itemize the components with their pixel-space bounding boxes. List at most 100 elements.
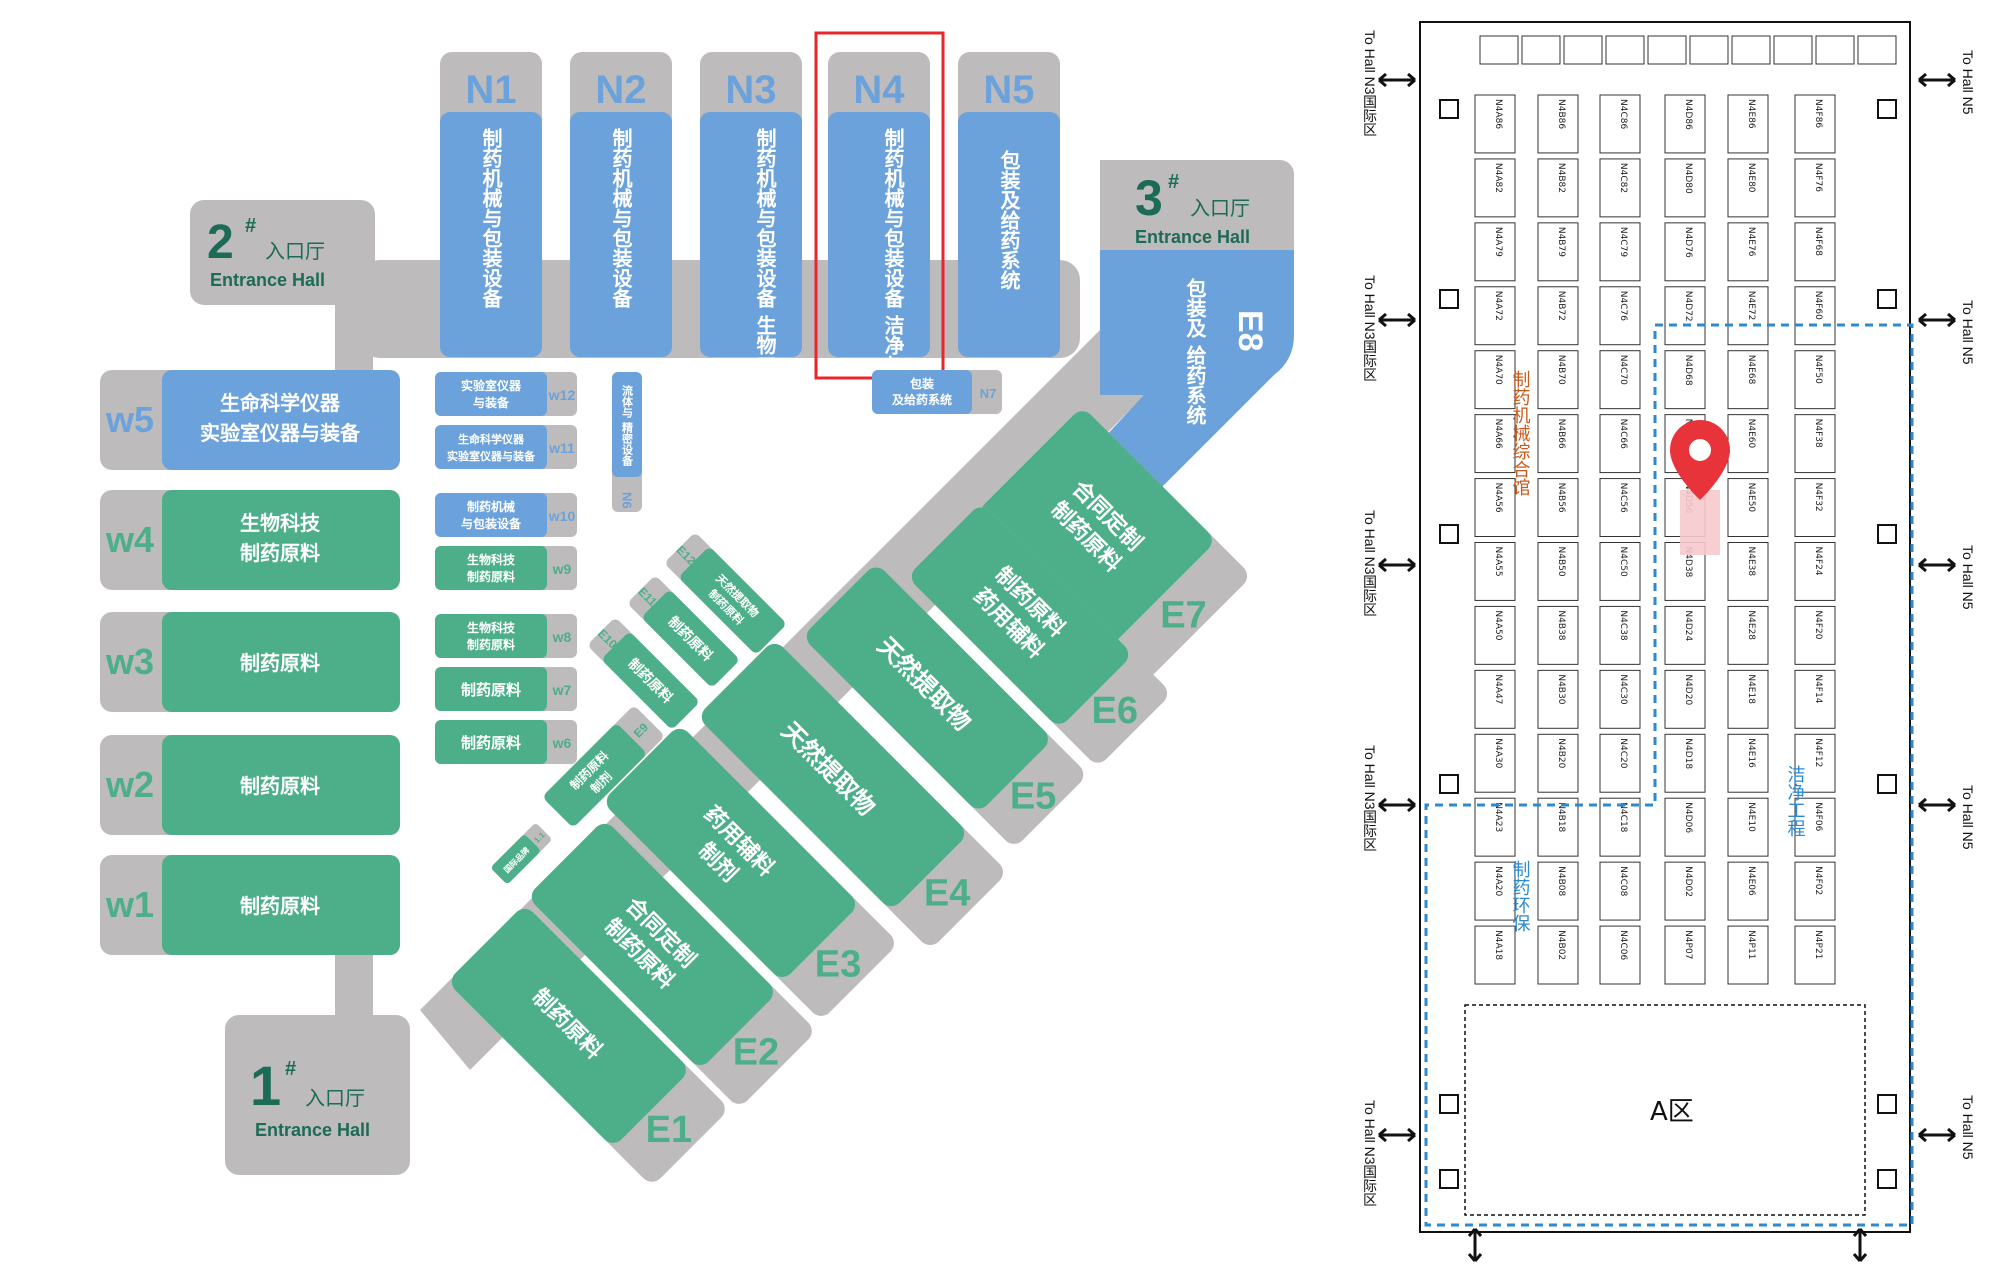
booth[interactable]: [1474, 542, 1516, 601]
booth[interactable]: [1794, 94, 1836, 154]
booth[interactable]: [1794, 733, 1836, 793]
booth-top-strip[interactable]: [1647, 35, 1687, 65]
hall-n1[interactable]: N1 制药机械与包装设备: [440, 52, 542, 357]
hall-w6[interactable]: 制药原料 w6: [435, 720, 577, 764]
hall-e9[interactable]: 制药原料 制剂 E9: [542, 705, 665, 828]
entrance-hall-1[interactable]: 1 # 入口厅 Entrance Hall: [225, 1015, 410, 1175]
booth[interactable]: [1794, 158, 1836, 218]
booth[interactable]: [1537, 158, 1579, 218]
booth[interactable]: [1727, 605, 1769, 665]
hall-e3[interactable]: 药用辅料 制剂 E3: [602, 724, 901, 1023]
booth[interactable]: [1727, 350, 1769, 410]
booth[interactable]: [1537, 286, 1579, 346]
hall-w11[interactable]: 生命科学仪器 实验室仪器与装备 w11: [435, 425, 577, 469]
booth[interactable]: [1664, 861, 1706, 921]
booth-top-strip[interactable]: [1563, 35, 1603, 65]
hall-w12[interactable]: 实验室仪器 与装备 w12: [435, 372, 577, 416]
hall-e1[interactable]: 制药原料 E1: [447, 904, 732, 1189]
booth[interactable]: [1727, 542, 1769, 601]
location-pin-icon[interactable]: [1670, 420, 1730, 555]
booth[interactable]: [1599, 861, 1641, 921]
booth[interactable]: [1537, 542, 1579, 601]
hall-w2[interactable]: w2 制药原料: [100, 735, 400, 835]
booth[interactable]: [1727, 286, 1769, 346]
booth[interactable]: [1474, 222, 1516, 282]
booth[interactable]: [1474, 733, 1516, 793]
booth-top-strip[interactable]: [1731, 35, 1771, 65]
booth[interactable]: [1794, 797, 1836, 857]
booth[interactable]: [1599, 925, 1641, 985]
booth-top-strip[interactable]: [1857, 35, 1897, 65]
booth[interactable]: [1664, 222, 1706, 282]
booth[interactable]: [1537, 925, 1579, 985]
booth[interactable]: [1474, 286, 1516, 346]
hall-w10[interactable]: 制药机械 与包装设备 w10: [435, 493, 577, 537]
booth[interactable]: [1794, 286, 1836, 346]
booth[interactable]: [1727, 797, 1769, 857]
booth[interactable]: [1537, 478, 1579, 538]
hall-w5[interactable]: w5 生命科学仪器 实验室仪器与装备: [100, 370, 400, 470]
booth[interactable]: [1537, 350, 1579, 410]
hall-n7[interactable]: 包装 及给药系统 N7: [872, 370, 1002, 414]
hall-n6[interactable]: 流体与 精密设备 N6: [612, 372, 642, 512]
hall-e6[interactable]: 制药原料 药用辅料 E6: [907, 502, 1174, 769]
hall-w1[interactable]: w1 制药原料: [100, 855, 400, 955]
hall-e12[interactable]: 天然提取物 制药原料 E12: [664, 532, 788, 656]
booth[interactable]: [1664, 350, 1706, 410]
booth[interactable]: [1664, 605, 1706, 665]
booth[interactable]: [1599, 350, 1641, 410]
booth[interactable]: [1474, 94, 1516, 154]
booth[interactable]: [1727, 733, 1769, 793]
booth[interactable]: [1537, 669, 1579, 729]
booth[interactable]: [1474, 669, 1516, 729]
booth[interactable]: [1599, 222, 1641, 282]
booth[interactable]: [1474, 158, 1516, 218]
booth[interactable]: [1664, 94, 1706, 154]
booth[interactable]: [1727, 158, 1769, 218]
hall-w4[interactable]: w4 生物科技 制药原料: [100, 490, 400, 590]
hall-w7[interactable]: 制药原料 w7: [435, 667, 577, 711]
booth[interactable]: [1794, 222, 1836, 282]
booth[interactable]: [1599, 158, 1641, 218]
entrance-hall-2[interactable]: 2 # 入口厅 Entrance Hall: [190, 200, 375, 305]
booth[interactable]: [1664, 158, 1706, 218]
booth-top-strip[interactable]: [1815, 35, 1855, 65]
booth[interactable]: [1537, 94, 1579, 154]
hall-n5[interactable]: N5 包装及给药系统: [958, 52, 1060, 357]
booth-top-strip[interactable]: [1773, 35, 1813, 65]
booth-top-strip[interactable]: [1605, 35, 1645, 65]
hall-n2[interactable]: N2 制药机械与包装设备: [570, 52, 672, 357]
booth[interactable]: [1794, 414, 1836, 474]
hall-e10[interactable]: 制药原料 E10: [586, 616, 700, 730]
booth[interactable]: [1664, 733, 1706, 793]
hall-e2[interactable]: 合同定制 制药原料 E2: [527, 819, 819, 1111]
hall-n3[interactable]: N3 制药机械与包装设备 生物工程: [700, 52, 802, 395]
booth[interactable]: [1794, 925, 1836, 985]
booth[interactable]: [1794, 350, 1836, 410]
booth[interactable]: [1727, 925, 1769, 985]
booth-top-strip[interactable]: [1479, 35, 1519, 65]
hall-w8[interactable]: 生物科技 制药原料 w8: [435, 614, 577, 658]
booth[interactable]: [1664, 797, 1706, 857]
booth[interactable]: [1727, 478, 1769, 538]
booth[interactable]: [1537, 605, 1579, 665]
booth[interactable]: [1474, 861, 1516, 921]
hall-n4[interactable]: N4 制药机械与包装设备 洁净与环保: [814, 31, 945, 416]
booth[interactable]: [1599, 478, 1641, 538]
booth[interactable]: [1474, 925, 1516, 985]
booth[interactable]: [1474, 797, 1516, 857]
booth[interactable]: [1537, 797, 1579, 857]
booth[interactable]: [1474, 414, 1516, 474]
booth[interactable]: [1599, 94, 1641, 154]
booth[interactable]: [1794, 542, 1836, 601]
booth[interactable]: [1599, 605, 1641, 665]
booth[interactable]: [1599, 797, 1641, 857]
booth[interactable]: [1727, 222, 1769, 282]
booth[interactable]: [1474, 350, 1516, 410]
hall-w3[interactable]: w3 制药原料: [100, 612, 400, 712]
booth-top-strip[interactable]: [1521, 35, 1561, 65]
booth[interactable]: [1537, 222, 1579, 282]
booth[interactable]: [1664, 669, 1706, 729]
booth[interactable]: [1537, 414, 1579, 474]
hall-e7[interactable]: 合同定制 制药原料 E7: [976, 406, 1259, 689]
